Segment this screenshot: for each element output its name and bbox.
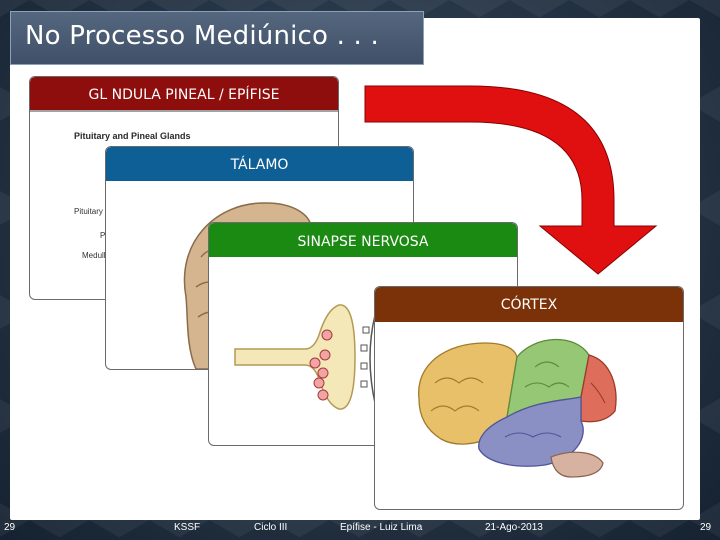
footer-page-left: 29 [4,522,16,533]
title-box: No Processo Mediúnico . . . [10,11,424,65]
diagram-caption: Pituitary and Pineal Glands [74,131,191,141]
synapse-diagram-icon [234,304,376,410]
card-synapse: SINAPSE NERVOSA [208,222,518,446]
footer-cycle: Ciclo III [254,522,288,533]
footer-page-right: 29 [700,522,712,533]
footer-org: KSSF [174,522,201,533]
card-cortex-header: CÓRTEX [375,287,683,322]
label-p: P [100,231,106,240]
cortex-brain-icon [418,338,617,478]
card-synapse-header: SINAPSE NERVOSA [209,223,517,257]
slide-title: No Processo Mediúnico . . . [25,21,379,51]
label-pituitary: Pituitary [74,207,103,216]
card-thalamus-header: TÁLAMO [106,147,413,181]
label-medull: Medull [82,251,106,260]
footer-date: 21-Ago-2013 [485,522,543,533]
card-pineal-header: GL NDULA PINEAL / EPÍFISE [30,77,338,110]
footer-topic: Epífise - Luiz Lima [340,522,423,533]
card-cortex: CÓRTEX [374,286,684,510]
